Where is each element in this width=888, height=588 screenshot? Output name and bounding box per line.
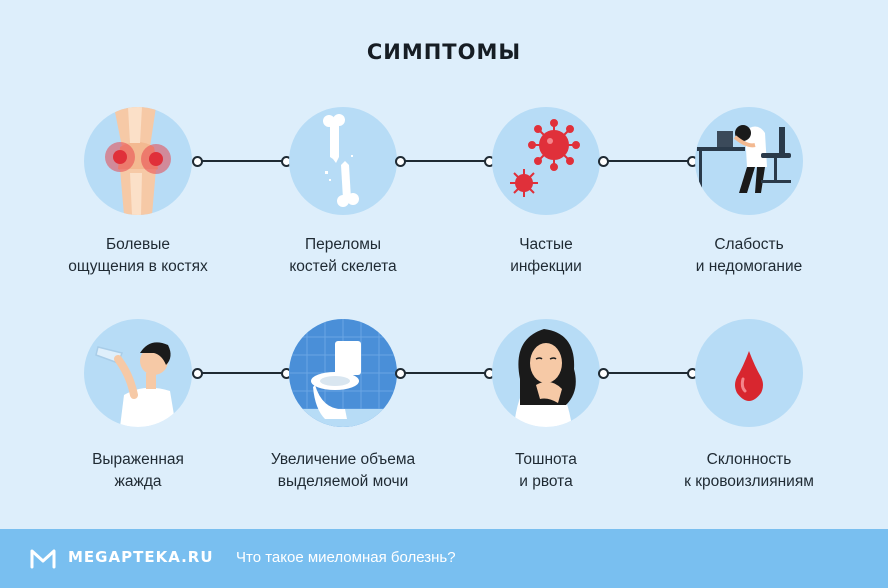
blood-drop-icon: [695, 319, 803, 427]
connector: [192, 368, 292, 379]
virus-icon: [492, 107, 600, 215]
page-title: СИМПТОМЫ: [366, 40, 522, 64]
symptoms-row-2: [0, 319, 888, 439]
nauseous-woman-icon: [492, 319, 600, 427]
drinking-person-icon: [84, 319, 192, 427]
footer-tagline: Что такое миеломная болезнь?: [236, 549, 456, 566]
connector: [598, 156, 698, 167]
toilet-icon: [289, 319, 397, 427]
footer-bar: MEGAPTEKA.RU Что такое миеломная болезнь…: [0, 529, 888, 588]
brand-link[interactable]: MEGAPTEKA.RU: [68, 548, 214, 566]
connector: [192, 156, 292, 167]
broken-bone-icon: [289, 107, 397, 215]
connector: [395, 368, 495, 379]
knee-pain-icon: [84, 107, 192, 215]
logo-m-icon[interactable]: [30, 547, 56, 569]
tired-person-icon: [695, 107, 803, 215]
connector: [598, 368, 698, 379]
connector: [395, 156, 495, 167]
symptoms-row-1: [0, 107, 888, 227]
